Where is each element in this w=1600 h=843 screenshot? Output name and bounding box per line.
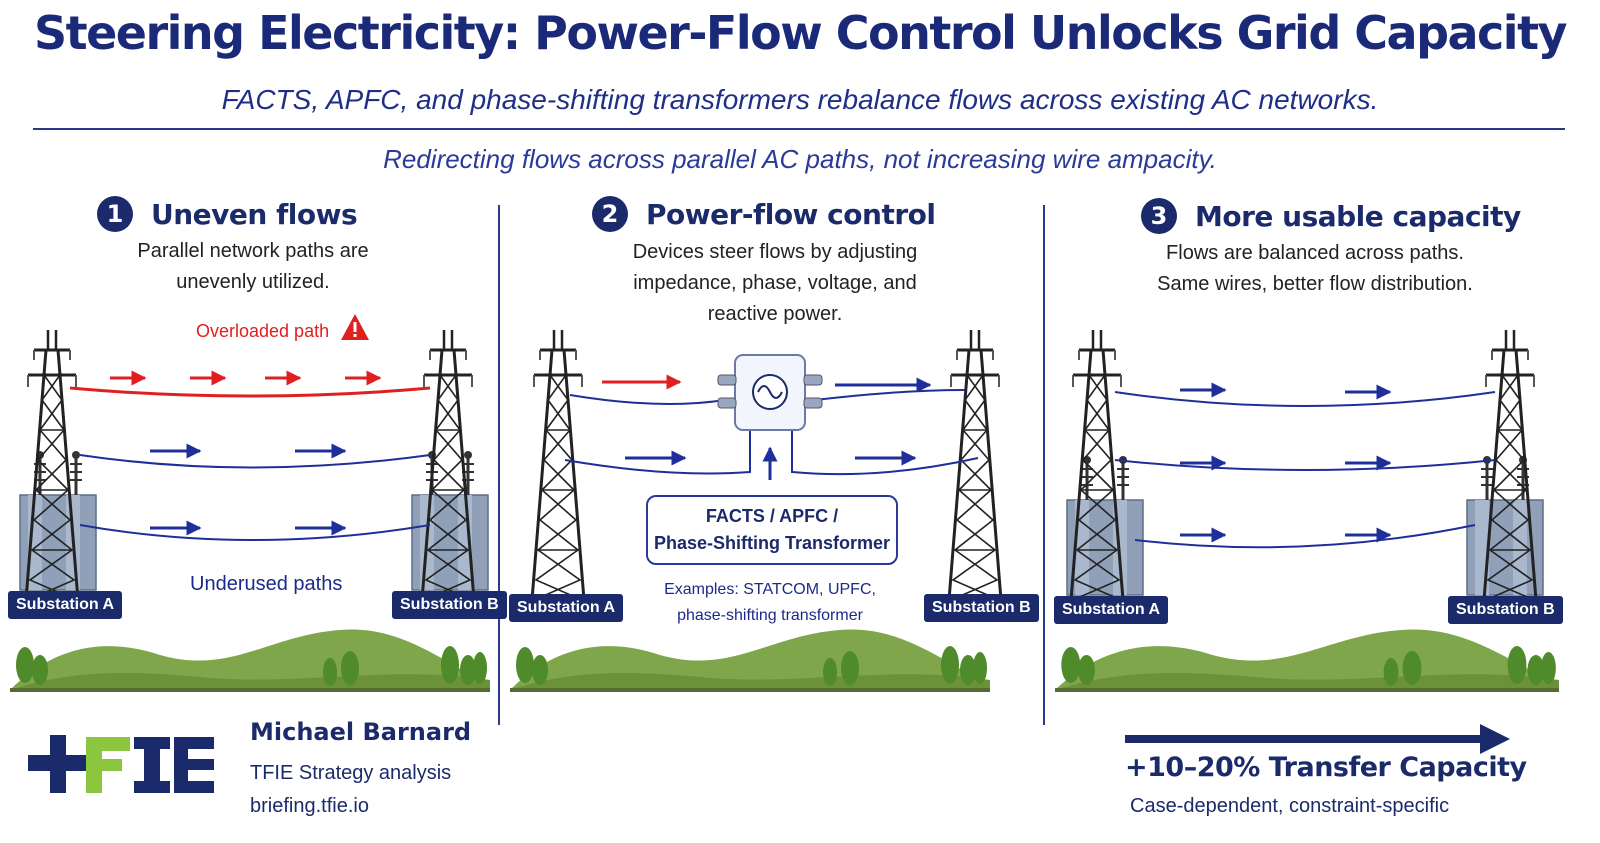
tagline: Redirecting flows across parallel AC pat… xyxy=(383,144,1217,174)
panel2-network-diagram xyxy=(510,330,1003,692)
capacity-gain: +10–20% Transfer Capacity xyxy=(1125,752,1527,783)
device-examples: Examples: STATCOM, UPFC, phase-shifting … xyxy=(620,577,920,629)
line-lower-left xyxy=(564,430,751,475)
examples-line1: Examples: STATCOM, UPFC, xyxy=(664,581,876,598)
balanced-line-2 xyxy=(1114,459,1496,471)
balanced-flow-arrows xyxy=(1180,382,1392,543)
landscape xyxy=(10,629,490,692)
panel3-desc-line1: Flows are balanced across paths. xyxy=(1166,242,1464,264)
balanced-arrows xyxy=(625,377,932,466)
device-label-line1: FACTS / APFC / xyxy=(705,506,839,526)
panel3-title: More usable capacity xyxy=(1195,199,1521,233)
line-upper-left xyxy=(569,394,726,405)
flow-control-device-label: FACTS / APFC / Phase-Shifting Transforme… xyxy=(646,495,898,565)
panel2-description: Devices steer flows by adjusting impedan… xyxy=(560,237,990,330)
substation-b-building xyxy=(1465,454,1545,597)
panel2-step-number: 2 xyxy=(592,196,628,232)
panel2-header: 2 Power-flow control xyxy=(592,190,936,238)
panel1-desc-line2: unevenly utilized. xyxy=(176,271,330,293)
examples-line2: phase-shifting transformer xyxy=(677,607,863,624)
page-title: Steering Electricity: Power-Flow Control… xyxy=(33,6,1568,60)
author-site: briefing.tfie.io xyxy=(250,795,369,817)
tower-right xyxy=(947,330,1003,602)
underused-paths-label: Underused paths xyxy=(190,573,343,595)
panel3-substation-a-label: Substation A xyxy=(1054,596,1169,624)
panel1-desc-line1: Parallel network paths are xyxy=(137,240,369,262)
panel1-substation-a-label: Substation A xyxy=(8,591,123,619)
capacity-arrow xyxy=(1125,724,1510,754)
panel2-desc-line1: Devices steer flows by adjusting xyxy=(632,241,918,263)
panel2-desc-line2: impedance, phase, voltage, and xyxy=(633,272,917,294)
underuse-arrows xyxy=(150,443,347,536)
balanced-line-1 xyxy=(1114,391,1496,407)
panel-divider-1 xyxy=(498,205,500,725)
panel1-header: 1 Uneven flows xyxy=(97,190,358,238)
panel1-description: Parallel network paths are unevenly util… xyxy=(33,236,473,298)
panel3-description: Flows are balanced across paths. Same wi… xyxy=(1095,238,1535,300)
panel1-network-diagram xyxy=(10,330,490,692)
landscape xyxy=(510,629,990,692)
overloaded-line xyxy=(69,386,431,398)
panel1-substation-b-label: Substation B xyxy=(392,591,507,619)
balanced-line-3 xyxy=(1134,524,1476,549)
capacity-gain-note: Case-dependent, constraint-specific xyxy=(1130,795,1450,817)
overloaded-path-label: Overloaded path xyxy=(196,321,330,341)
underused-line-1 xyxy=(79,454,431,469)
device-label-line2: Phase-Shifting Transformer xyxy=(653,533,891,553)
panel2-substation-a-label: Substation A xyxy=(509,594,624,622)
panel3-substation-b-label: Substation B xyxy=(1448,596,1563,624)
tfie-logo xyxy=(28,735,214,793)
panel1-title: Uneven flows xyxy=(151,197,358,231)
line-lower-right xyxy=(791,430,979,476)
panel2-title: Power-flow control xyxy=(646,197,936,231)
panel1-step-number: 1 xyxy=(97,196,133,232)
line-upper-right xyxy=(814,389,966,401)
landscape xyxy=(1055,629,1559,692)
page-subtitle: FACTS, APFC, and phase-shifting transfor… xyxy=(221,84,1379,115)
panel2-substation-b-label: Substation B xyxy=(924,594,1039,622)
panel-divider-2 xyxy=(1043,205,1045,725)
panel3-header: 3 More usable capacity xyxy=(1141,192,1521,240)
flow-control-device xyxy=(717,354,823,431)
warning-icon xyxy=(341,314,369,340)
panel3-step-number: 3 xyxy=(1141,198,1177,234)
tower-left xyxy=(530,330,586,602)
header-divider xyxy=(33,128,1565,130)
panel2-desc-line3: reactive power. xyxy=(707,303,843,325)
underused-line-2 xyxy=(79,524,431,541)
author-name: Michael Barnard xyxy=(250,718,472,746)
panel3-network-diagram xyxy=(1055,330,1559,692)
panel3-desc-line2: Same wires, better flow distribution. xyxy=(1157,273,1473,295)
author-org: TFIE Strategy analysis xyxy=(250,762,452,784)
